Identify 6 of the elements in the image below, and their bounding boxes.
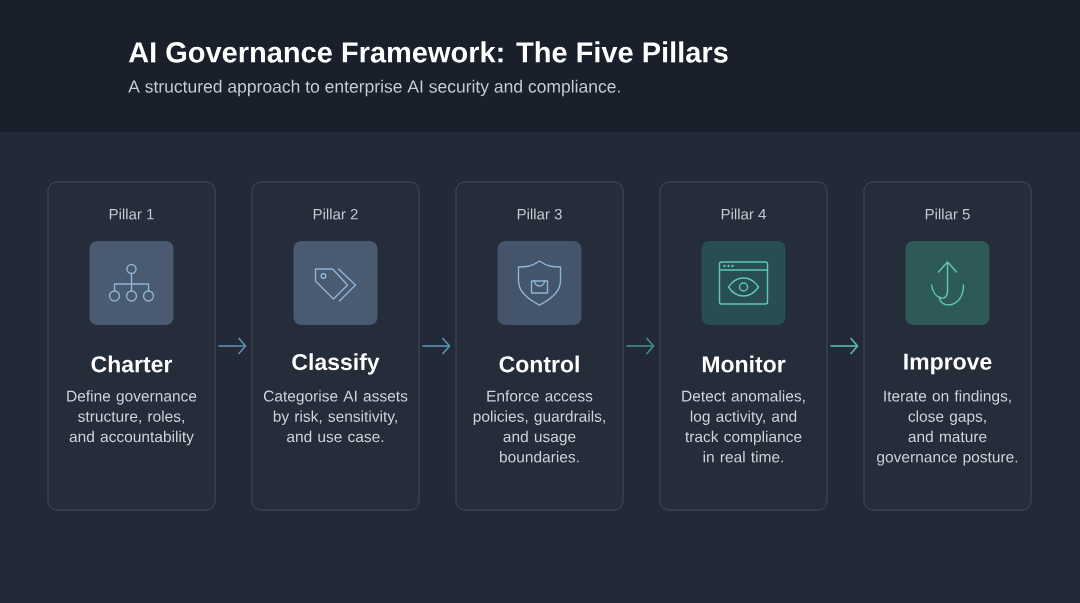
subtitle: A structured approach to enterprise AI security and compliance. bbox=[128, 79, 620, 97]
arrow bbox=[217, 337, 247, 355]
arrow bbox=[421, 337, 451, 355]
title: AI Governance Framework: The Five Pillars bbox=[128, 41, 728, 63]
arrow bbox=[829, 337, 859, 355]
arrow bbox=[625, 337, 655, 355]
